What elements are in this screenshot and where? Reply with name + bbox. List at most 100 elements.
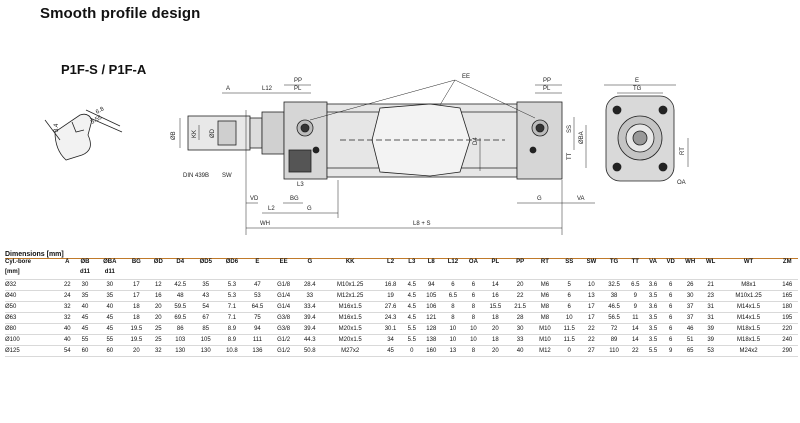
table-cell: 6 bbox=[557, 290, 582, 302]
table-cell: 220 bbox=[776, 323, 798, 335]
table-cell: 4.5 bbox=[402, 301, 421, 313]
table-cell: 160 bbox=[420, 345, 442, 357]
column-header: VD bbox=[661, 258, 680, 269]
table-cell: M18x1.5 bbox=[720, 323, 777, 335]
table-cell: 56.5 bbox=[601, 312, 627, 324]
rear-end-cap bbox=[516, 101, 563, 180]
table-cell: 10 bbox=[463, 334, 483, 346]
table-cell: 6 bbox=[661, 323, 680, 335]
table-cell: G1/8 bbox=[269, 279, 298, 291]
front-end-cap bbox=[283, 101, 328, 180]
table-cell: 6 bbox=[441, 279, 464, 291]
column-subheader bbox=[533, 269, 558, 280]
table-cell: 130 bbox=[192, 345, 219, 357]
table-cell: 10.8 bbox=[218, 345, 246, 357]
table-cell: 5 bbox=[557, 279, 582, 291]
table-cell: 22 bbox=[507, 290, 533, 302]
table-cell: M12 bbox=[532, 345, 558, 357]
table-cell: M14x1.5 bbox=[720, 312, 777, 324]
column-header: OA bbox=[463, 258, 483, 269]
table-cell: 9 bbox=[626, 290, 645, 302]
table-cell: 35 bbox=[74, 290, 96, 302]
table-cell: 6 bbox=[661, 279, 680, 291]
table-cell: 3.5 bbox=[644, 290, 662, 302]
table-cell: 8.9 bbox=[218, 334, 246, 346]
table-cell: 4.5 bbox=[402, 279, 421, 291]
table-cell: 21.5 bbox=[507, 301, 533, 313]
table-cell: Ø125 bbox=[5, 345, 61, 357]
table-cell: 3.5 bbox=[644, 323, 662, 335]
table-cell: 19.5 bbox=[123, 334, 149, 346]
table-cell: 17 bbox=[123, 279, 149, 291]
table-cell: 146 bbox=[776, 279, 798, 291]
table-cell: 22 bbox=[60, 279, 75, 291]
table-cell: 10 bbox=[441, 334, 464, 346]
label-sw: SW bbox=[222, 173, 232, 179]
table-cell: 10 bbox=[581, 279, 602, 291]
column-subheader: d11 bbox=[104, 269, 115, 275]
label-pp-left: PP bbox=[294, 78, 302, 84]
table-cell: 45 bbox=[378, 345, 403, 357]
column-subheader bbox=[626, 269, 644, 280]
column-header: ØD bbox=[148, 258, 168, 269]
table-cell: 10 bbox=[441, 323, 464, 335]
table-cell: 45 bbox=[74, 323, 96, 335]
column-subheader bbox=[297, 269, 322, 280]
table-cell: 106 bbox=[420, 301, 442, 313]
table-caption: Dimensions [mm] bbox=[5, 251, 64, 258]
table-cell: 20 bbox=[148, 301, 168, 313]
table-cell: M12x1.25 bbox=[322, 290, 379, 302]
table-cell: 85 bbox=[192, 323, 219, 335]
column-header: KK bbox=[322, 258, 379, 269]
column-subheader bbox=[644, 269, 662, 280]
table-cell: 14 bbox=[626, 334, 645, 346]
table-cell: 6 bbox=[661, 301, 680, 313]
table-cell: 39 bbox=[700, 334, 721, 346]
table-cell: M16x1.5 bbox=[322, 301, 379, 313]
table-cell: 195 bbox=[776, 312, 798, 324]
table-cell: 45 bbox=[95, 323, 124, 335]
column-subheader bbox=[557, 269, 581, 280]
table-cell: M8 bbox=[532, 312, 558, 324]
table-cell: 19.5 bbox=[123, 323, 149, 335]
table-cell: 136 bbox=[245, 345, 270, 357]
table-cell: 10 bbox=[463, 323, 483, 335]
column-header: E bbox=[245, 258, 270, 269]
table-cell: Ø32 bbox=[5, 279, 61, 291]
label-bg: BG bbox=[290, 196, 299, 202]
column-subheader bbox=[442, 269, 464, 280]
table-cell: 121 bbox=[420, 312, 442, 324]
label-ee: EE bbox=[462, 74, 470, 80]
column-header: EE bbox=[269, 258, 298, 269]
table-cell: 75 bbox=[245, 312, 270, 324]
table-cell: 53 bbox=[700, 345, 721, 357]
column-header: G bbox=[297, 258, 323, 269]
column-subheader bbox=[680, 269, 701, 280]
table-cell: 40 bbox=[74, 301, 96, 313]
label-a: A bbox=[226, 86, 230, 92]
table-cell: 17 bbox=[123, 290, 149, 302]
column-subheader bbox=[322, 269, 378, 280]
table-cell: 9 bbox=[626, 301, 645, 313]
table-cell: Ø50 bbox=[5, 301, 61, 313]
table-cell: 105 bbox=[420, 290, 442, 302]
table-cell: 20 bbox=[482, 345, 508, 357]
column-subheader: [mm] bbox=[5, 269, 20, 275]
table-cell: 8.9 bbox=[218, 323, 246, 335]
table-cell: 72 bbox=[601, 323, 627, 335]
table-cell: 20 bbox=[148, 312, 168, 324]
column-header: ØD6 bbox=[218, 258, 246, 269]
table-cell: M6 bbox=[532, 290, 558, 302]
label-e: E bbox=[635, 78, 639, 84]
column-header: SS bbox=[557, 258, 582, 269]
table-cell: 8 bbox=[441, 312, 464, 324]
table-cell: 5.5 bbox=[644, 345, 662, 357]
table-cell: 165 bbox=[776, 290, 798, 302]
table-cell: 28.4 bbox=[297, 279, 323, 291]
table-cell: 33 bbox=[297, 290, 323, 302]
label-g-left: G bbox=[307, 206, 312, 212]
column-header: PP bbox=[507, 258, 533, 269]
table-cell: 7.1 bbox=[218, 301, 246, 313]
table-cell: 32.5 bbox=[601, 279, 627, 291]
table-cell: 20 bbox=[507, 279, 533, 291]
